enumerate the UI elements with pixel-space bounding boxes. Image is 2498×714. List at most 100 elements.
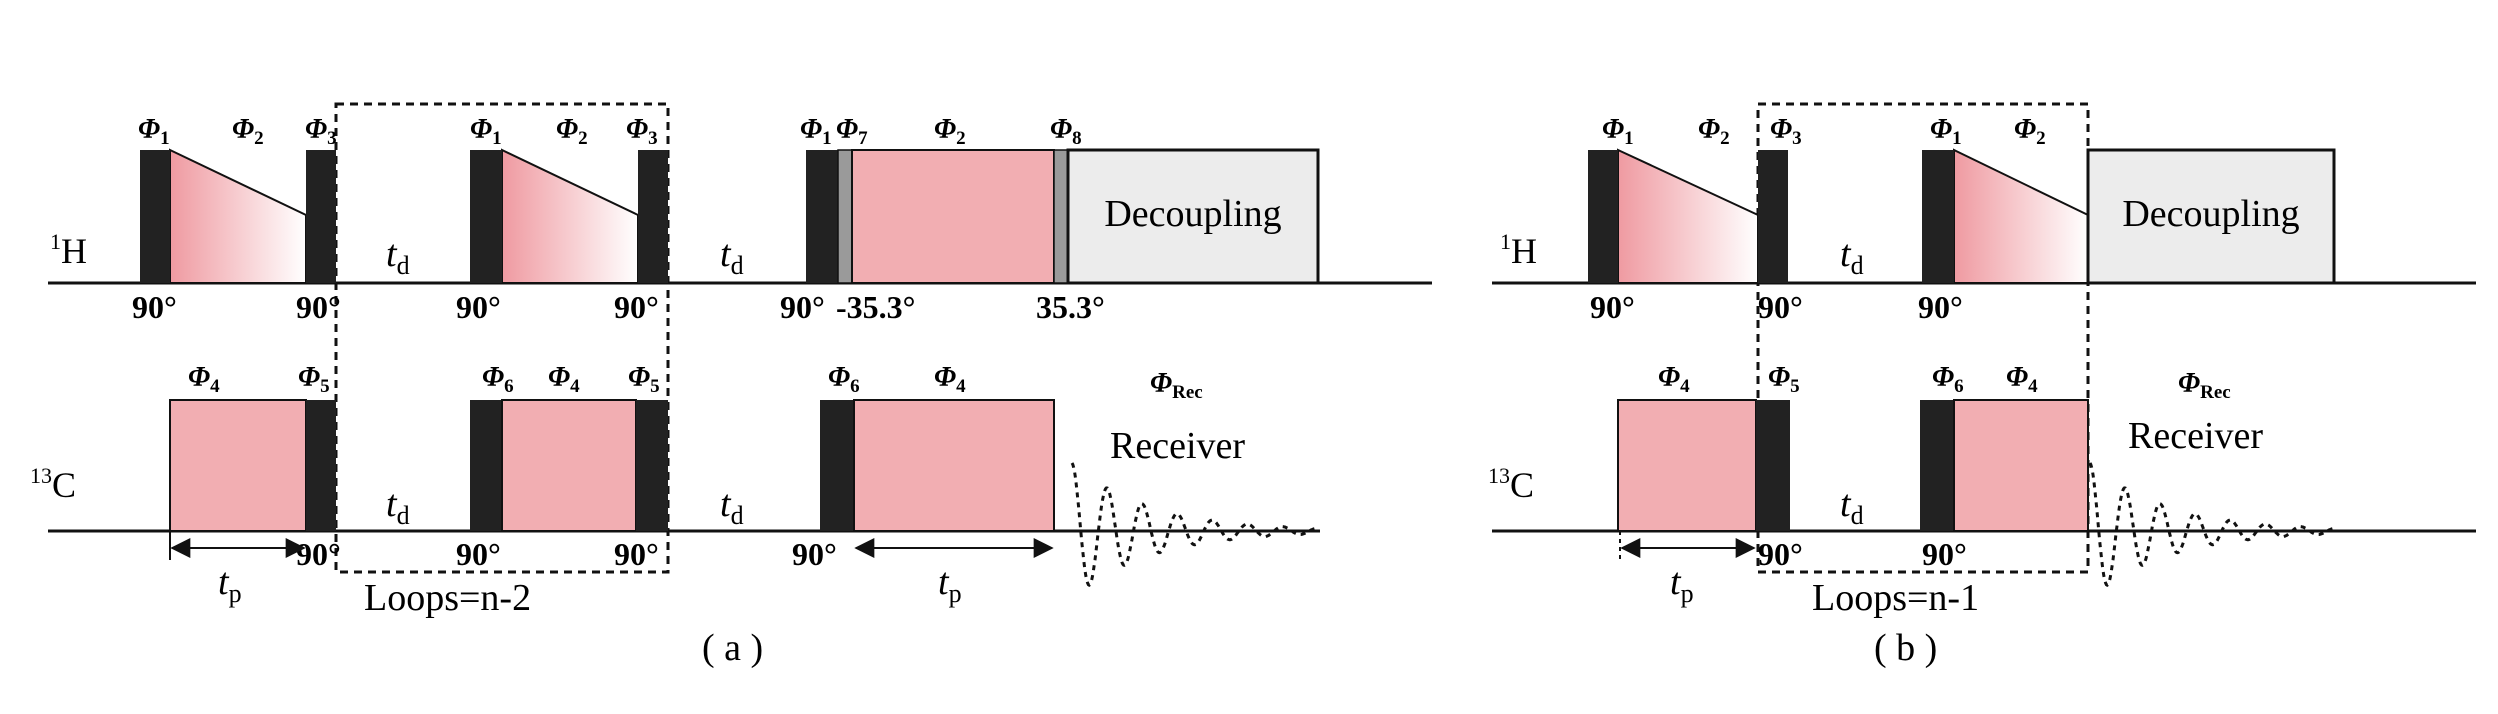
magic-angle-pulse-2 bbox=[1053, 149, 1069, 284]
angle-label: 35.3° bbox=[1036, 289, 1105, 325]
angle-label: 90° bbox=[792, 536, 837, 572]
phase-label: Φ1 bbox=[470, 114, 502, 149]
c-phase-labels-b: Φ4 Φ5 Φ6 Φ4 ΦRec bbox=[1658, 362, 2231, 403]
panel-b: 1H 13C Decoupling Φ1 Φ2 Φ3 Φ1 Φ2 90° 90°… bbox=[1488, 102, 2476, 669]
h-angle-labels-b: 90° 90° 90° bbox=[1590, 289, 1963, 325]
td-label: td bbox=[1840, 483, 1864, 530]
h-angle-labels-a: 90° 90° 90° 90° 90° -35.3° 35.3° bbox=[132, 289, 1105, 325]
h-90-pulse-1 bbox=[140, 150, 170, 283]
h-channel-label-b: 1H bbox=[1500, 229, 1537, 271]
phase-label: Φ3 bbox=[305, 114, 337, 149]
angle-label: 90° bbox=[296, 536, 341, 572]
tp-label: tp bbox=[1670, 561, 1694, 608]
h-90-pulse-4 bbox=[638, 150, 668, 283]
h-phase-labels-a: Φ1 Φ2 Φ3 Φ1 Φ2 Φ3 Φ1 Φ7 Φ2 Φ8 bbox=[138, 114, 1082, 149]
phase-label: Φ6 bbox=[828, 362, 860, 397]
c-90-pulse-4 bbox=[820, 400, 854, 531]
tp-label: tp bbox=[218, 561, 242, 608]
phase-label: Φ2 bbox=[1698, 114, 1730, 149]
loop-box-b bbox=[1756, 102, 2090, 574]
h-90-pulse-b3 bbox=[1922, 150, 1954, 283]
phase-label: Φ1 bbox=[138, 114, 170, 149]
loop-box-a bbox=[334, 102, 670, 574]
angle-label: 90° bbox=[780, 289, 825, 325]
phase-label: Φ4 bbox=[548, 362, 580, 397]
decoupling-label-a: Decoupling bbox=[1104, 193, 1281, 235]
angle-label: 90° bbox=[614, 289, 659, 325]
magic-angle-pulse-1 bbox=[837, 149, 853, 284]
angle-label: 90° bbox=[132, 289, 177, 325]
receiver-phase-label: ΦRec bbox=[2178, 368, 2231, 403]
phase-label: Φ5 bbox=[628, 362, 660, 397]
angle-label: 90° bbox=[1758, 289, 1803, 325]
c-90-pulse-3 bbox=[636, 400, 668, 531]
cp-ramp-pulse-b1 bbox=[1617, 148, 1759, 284]
angle-label: -35.3° bbox=[836, 289, 915, 325]
caption-a: ( a ) bbox=[702, 627, 763, 669]
cp-ramp-pulse-b2 bbox=[1953, 148, 2089, 284]
receiver-phase-label: ΦRec bbox=[1150, 368, 1203, 403]
receiver-label-b: Receiver bbox=[2128, 415, 2263, 457]
phase-label: Φ2 bbox=[934, 114, 966, 149]
h-90-pulse-5 bbox=[806, 150, 838, 283]
c-channel-label-b: 13C bbox=[1488, 463, 1534, 505]
caption-b: ( b ) bbox=[1874, 627, 1937, 669]
cp-ramp-pulse-2 bbox=[501, 148, 639, 284]
panel-a: 1H 13C Decoupling Φ1 Φ2 Φ3 Φ1 Φ2 Φ3 Φ1 bbox=[30, 102, 1432, 669]
tp-label: tp bbox=[938, 561, 962, 608]
phase-label: Φ2 bbox=[2014, 114, 2046, 149]
angle-label: 90° bbox=[456, 536, 501, 572]
receiver-label-a: Receiver bbox=[1110, 425, 1245, 467]
c-90-pulse-b1 bbox=[1756, 400, 1790, 531]
c-angle-labels-a: 90° 90° 90° 90° bbox=[296, 536, 837, 572]
td-label: td bbox=[386, 233, 410, 280]
c-spinlock-pulse-1 bbox=[169, 399, 307, 532]
td-label: td bbox=[720, 233, 744, 280]
phase-label: Φ1 bbox=[1602, 114, 1634, 149]
phase-label: Φ6 bbox=[1932, 362, 1964, 397]
h-phase-labels-b: Φ1 Φ2 Φ3 Φ1 Φ2 bbox=[1602, 114, 2046, 149]
h-90-pulse-b2 bbox=[1758, 150, 1788, 283]
td-label: td bbox=[720, 483, 744, 530]
angle-label: 90° bbox=[1590, 289, 1635, 325]
angle-label: 90° bbox=[1922, 536, 1967, 572]
loops-label-b: Loops=n-1 bbox=[1812, 577, 1979, 619]
phase-label: Φ4 bbox=[188, 362, 220, 397]
td-label: td bbox=[386, 483, 410, 530]
c-spinlock-pulse-3 bbox=[853, 399, 1055, 532]
c-90-pulse-2 bbox=[470, 400, 502, 531]
phase-label: Φ5 bbox=[1768, 362, 1800, 397]
phase-label: Φ6 bbox=[482, 362, 514, 397]
h-90-pulse-3 bbox=[470, 150, 502, 283]
phase-label: Φ2 bbox=[232, 114, 264, 149]
angle-label: 90° bbox=[1918, 289, 1963, 325]
c-90-pulse-1 bbox=[306, 400, 336, 531]
phase-label: Φ4 bbox=[2006, 362, 2038, 397]
fid-signal-a bbox=[1070, 462, 1318, 588]
decoupling-label-b: Decoupling bbox=[2122, 193, 2299, 235]
loops-label-a: Loops=n-2 bbox=[364, 577, 531, 619]
c-angle-labels-b: 90° 90° bbox=[1758, 536, 1967, 572]
phase-label: Φ8 bbox=[1050, 114, 1082, 149]
angle-label: 90° bbox=[296, 289, 341, 325]
cp-ramp-pulse-1 bbox=[169, 148, 307, 284]
angle-label: 90° bbox=[1758, 536, 1803, 572]
fid-signal-b bbox=[2088, 462, 2336, 588]
h-channel-label-a: 1H bbox=[50, 229, 87, 271]
c-channel-label-a: 13C bbox=[30, 463, 76, 505]
angle-label: 90° bbox=[456, 289, 501, 325]
phase-label: Φ1 bbox=[1930, 114, 1962, 149]
phase-label: Φ2 bbox=[556, 114, 588, 149]
decoupling-box-a bbox=[1066, 148, 1320, 285]
h-90-pulse-b1 bbox=[1588, 150, 1618, 283]
angle-label: 90° bbox=[614, 536, 659, 572]
td-label: td bbox=[1840, 233, 1864, 280]
decoupling-box-b bbox=[2086, 148, 2336, 285]
phase-label: Φ1 bbox=[800, 114, 832, 149]
c-90-pulse-b2 bbox=[1920, 400, 1954, 531]
h-spinlock-pulse bbox=[851, 149, 1055, 284]
c-phase-labels-a: Φ4 Φ5 Φ6 Φ4 Φ5 Φ6 Φ4 ΦRec bbox=[188, 362, 1203, 403]
c-spinlock-pulse-2 bbox=[501, 399, 637, 532]
h-90-pulse-2 bbox=[306, 150, 336, 283]
